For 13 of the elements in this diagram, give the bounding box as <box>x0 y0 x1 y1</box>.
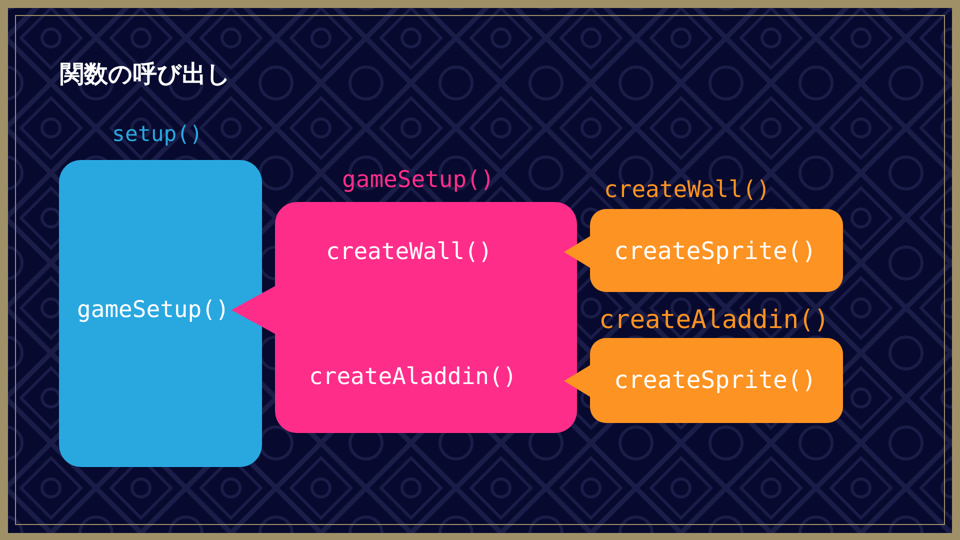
function-call-text: createAladdin() <box>309 362 517 392</box>
function-heading: createWall() <box>604 176 770 205</box>
slide-title: 関数の呼び出し <box>60 59 231 90</box>
pointer-arrow <box>231 285 277 335</box>
function-call-text: gameSetup() <box>77 295 230 325</box>
function-heading: createAladdin() <box>599 305 830 335</box>
function-call-text: createWall() <box>326 237 492 267</box>
function-heading: gameSetup() <box>342 166 494 195</box>
pointer-arrow <box>564 235 592 269</box>
function-heading: setup() <box>112 121 203 149</box>
pointer-arrow <box>564 364 592 398</box>
function-call-text: createSprite() <box>614 236 816 266</box>
function-call-text: createSprite() <box>614 365 816 395</box>
